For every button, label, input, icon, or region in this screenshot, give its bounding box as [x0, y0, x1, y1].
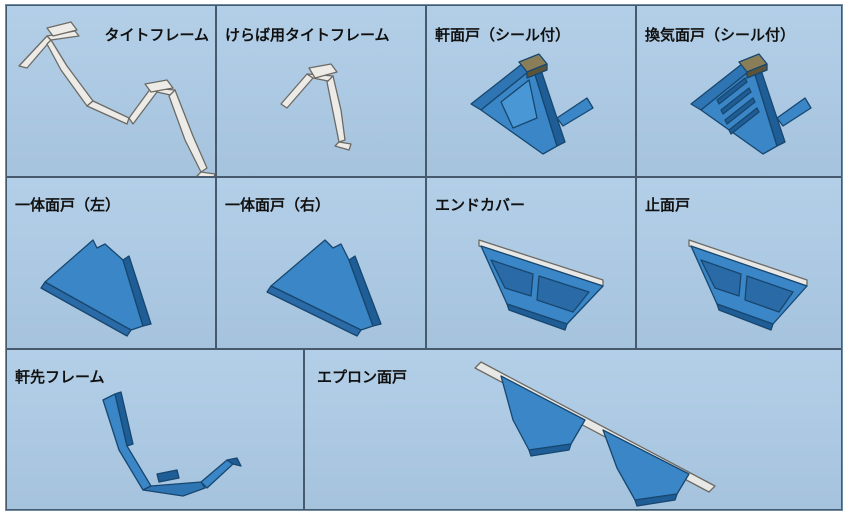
ittai-mendo-right-illustration [266, 239, 382, 337]
panel-label: 一体面戸（左） [15, 196, 121, 214]
panel-label: 止面戸 [645, 196, 691, 214]
panel-label: けらば用タイトフレーム [225, 26, 390, 44]
panel-tie-frame: タイトフレーム [6, 5, 216, 177]
panel-label: 軒面戸（シール付） [435, 26, 571, 44]
panel-tome-mendo: 止面戸 [636, 177, 842, 349]
apron-mendo-illustration [474, 361, 716, 507]
panel-label: 軒先フレーム [15, 368, 105, 386]
panel-label: 一体面戸（右） [225, 196, 331, 214]
kanki-mendo-illustration [690, 53, 812, 155]
panel-nokisaki-frame: 軒先フレーム [6, 349, 304, 510]
panel-ittai-mendo-right: 一体面戸（右） [216, 177, 426, 349]
panel-kanki-mendo: 換気面戸（シール付） [636, 5, 842, 177]
panel-label: タイトフレーム [104, 26, 209, 44]
panel-noki-mendo: 軒面戸（シール付） [426, 5, 636, 177]
panel-ittai-mendo-left: 一体面戸（左） [6, 177, 216, 349]
tome-mendo-illustration [688, 239, 808, 331]
tie-frame-illustration [18, 21, 215, 176]
panel-label: エンドカバー [435, 196, 526, 214]
ittai-mendo-left-illustration [40, 239, 152, 337]
panel-label: 換気面戸（シール付） [645, 26, 796, 44]
kerabha-tie-frame-illustration [280, 63, 352, 151]
panel-kerabha-tie-frame: けらば用タイトフレーム [216, 5, 426, 177]
noki-mendo-illustration [470, 53, 594, 155]
panel-end-cover: エンドカバー [426, 177, 636, 349]
nokisaki-frame-illustration [102, 391, 242, 497]
end-cover-illustration [478, 239, 604, 331]
panel-label: エプロン面戸 [317, 368, 408, 386]
panel-apron-mendo: エプロン面戸 [304, 349, 842, 510]
parts-catalog-board: タイトフレーム けらば用タイトフレーム [5, 4, 843, 511]
